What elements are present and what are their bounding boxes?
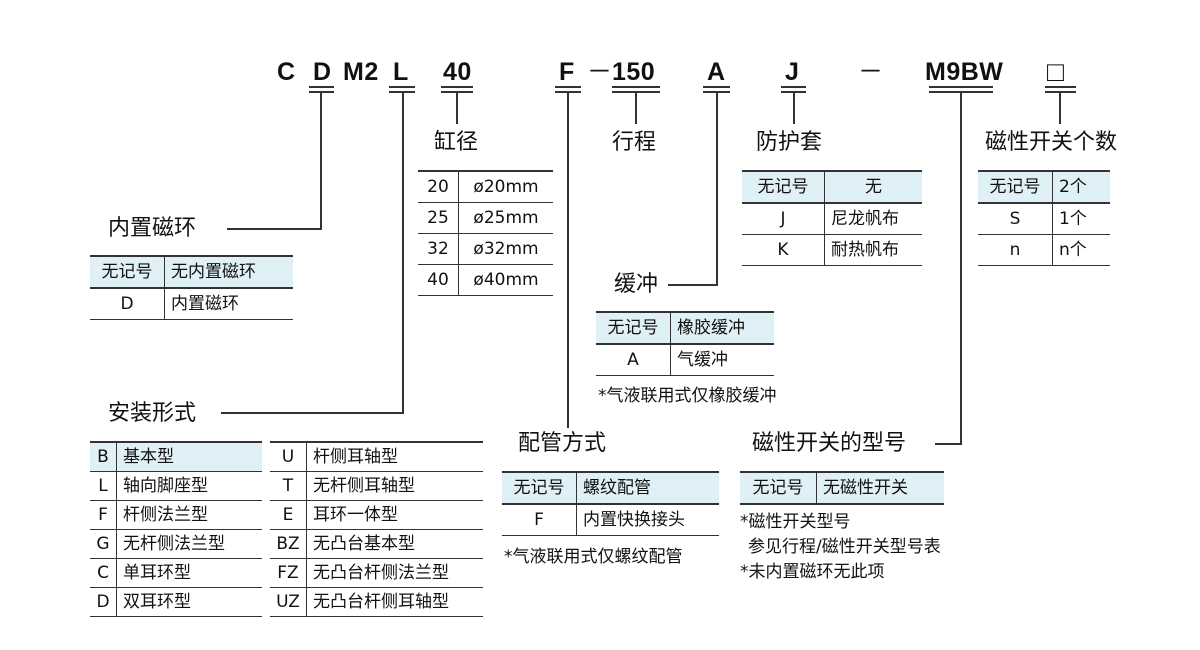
switch-model-note-1: *磁性开关型号 xyxy=(740,512,851,532)
port-title: 配管方式 xyxy=(518,431,607,456)
table-row: 无记号无磁性开关 xyxy=(740,471,944,505)
code-dash-1: － xyxy=(587,58,613,86)
code-series-c: C xyxy=(277,58,296,86)
cushion-title: 缓冲 xyxy=(614,272,659,297)
bore-title: 缸径 xyxy=(434,130,479,155)
code-bore: 40 xyxy=(443,58,472,86)
code-cushion-a: A xyxy=(707,58,726,86)
code-switch-model: M9BW xyxy=(925,58,1004,86)
switch-model-table: 无记号无磁性开关 xyxy=(740,471,944,505)
code-boot-j: J xyxy=(785,58,800,86)
mounting-title: 安装形式 xyxy=(108,401,197,426)
switch-count-title: 磁性开关个数 xyxy=(985,130,1118,155)
table-row: 无记号螺纹配管 xyxy=(502,471,719,505)
code-port-f: F xyxy=(559,58,575,86)
code-dash-2: － xyxy=(858,58,884,86)
stroke-title: 行程 xyxy=(612,130,657,155)
switch-model-note-2: 参见行程/磁性开关型号表 xyxy=(748,537,941,557)
cushion-note: *气液联用式仅橡胶缓冲 xyxy=(598,386,777,406)
boot-title: 防护套 xyxy=(756,130,823,155)
table-row: 无记号橡胶缓冲 xyxy=(596,311,774,345)
code-mounting-l: L xyxy=(393,58,409,86)
table-row: 无记号无 xyxy=(742,170,922,204)
code-switch-count-box: □ xyxy=(1047,56,1065,87)
magnet-title: 内置磁环 xyxy=(108,216,197,241)
code-magnet-d: D xyxy=(313,58,332,86)
switch-model-note-3: *未内置磁环无此项 xyxy=(740,562,885,582)
code-series-m2: M2 xyxy=(343,58,379,86)
table-row: 无记号无内置磁环 xyxy=(90,255,293,289)
switch-model-title: 磁性开关的型号 xyxy=(752,431,907,456)
port-note: *气液联用式仅螺纹配管 xyxy=(504,547,683,567)
code-stroke: 150 xyxy=(612,58,656,86)
